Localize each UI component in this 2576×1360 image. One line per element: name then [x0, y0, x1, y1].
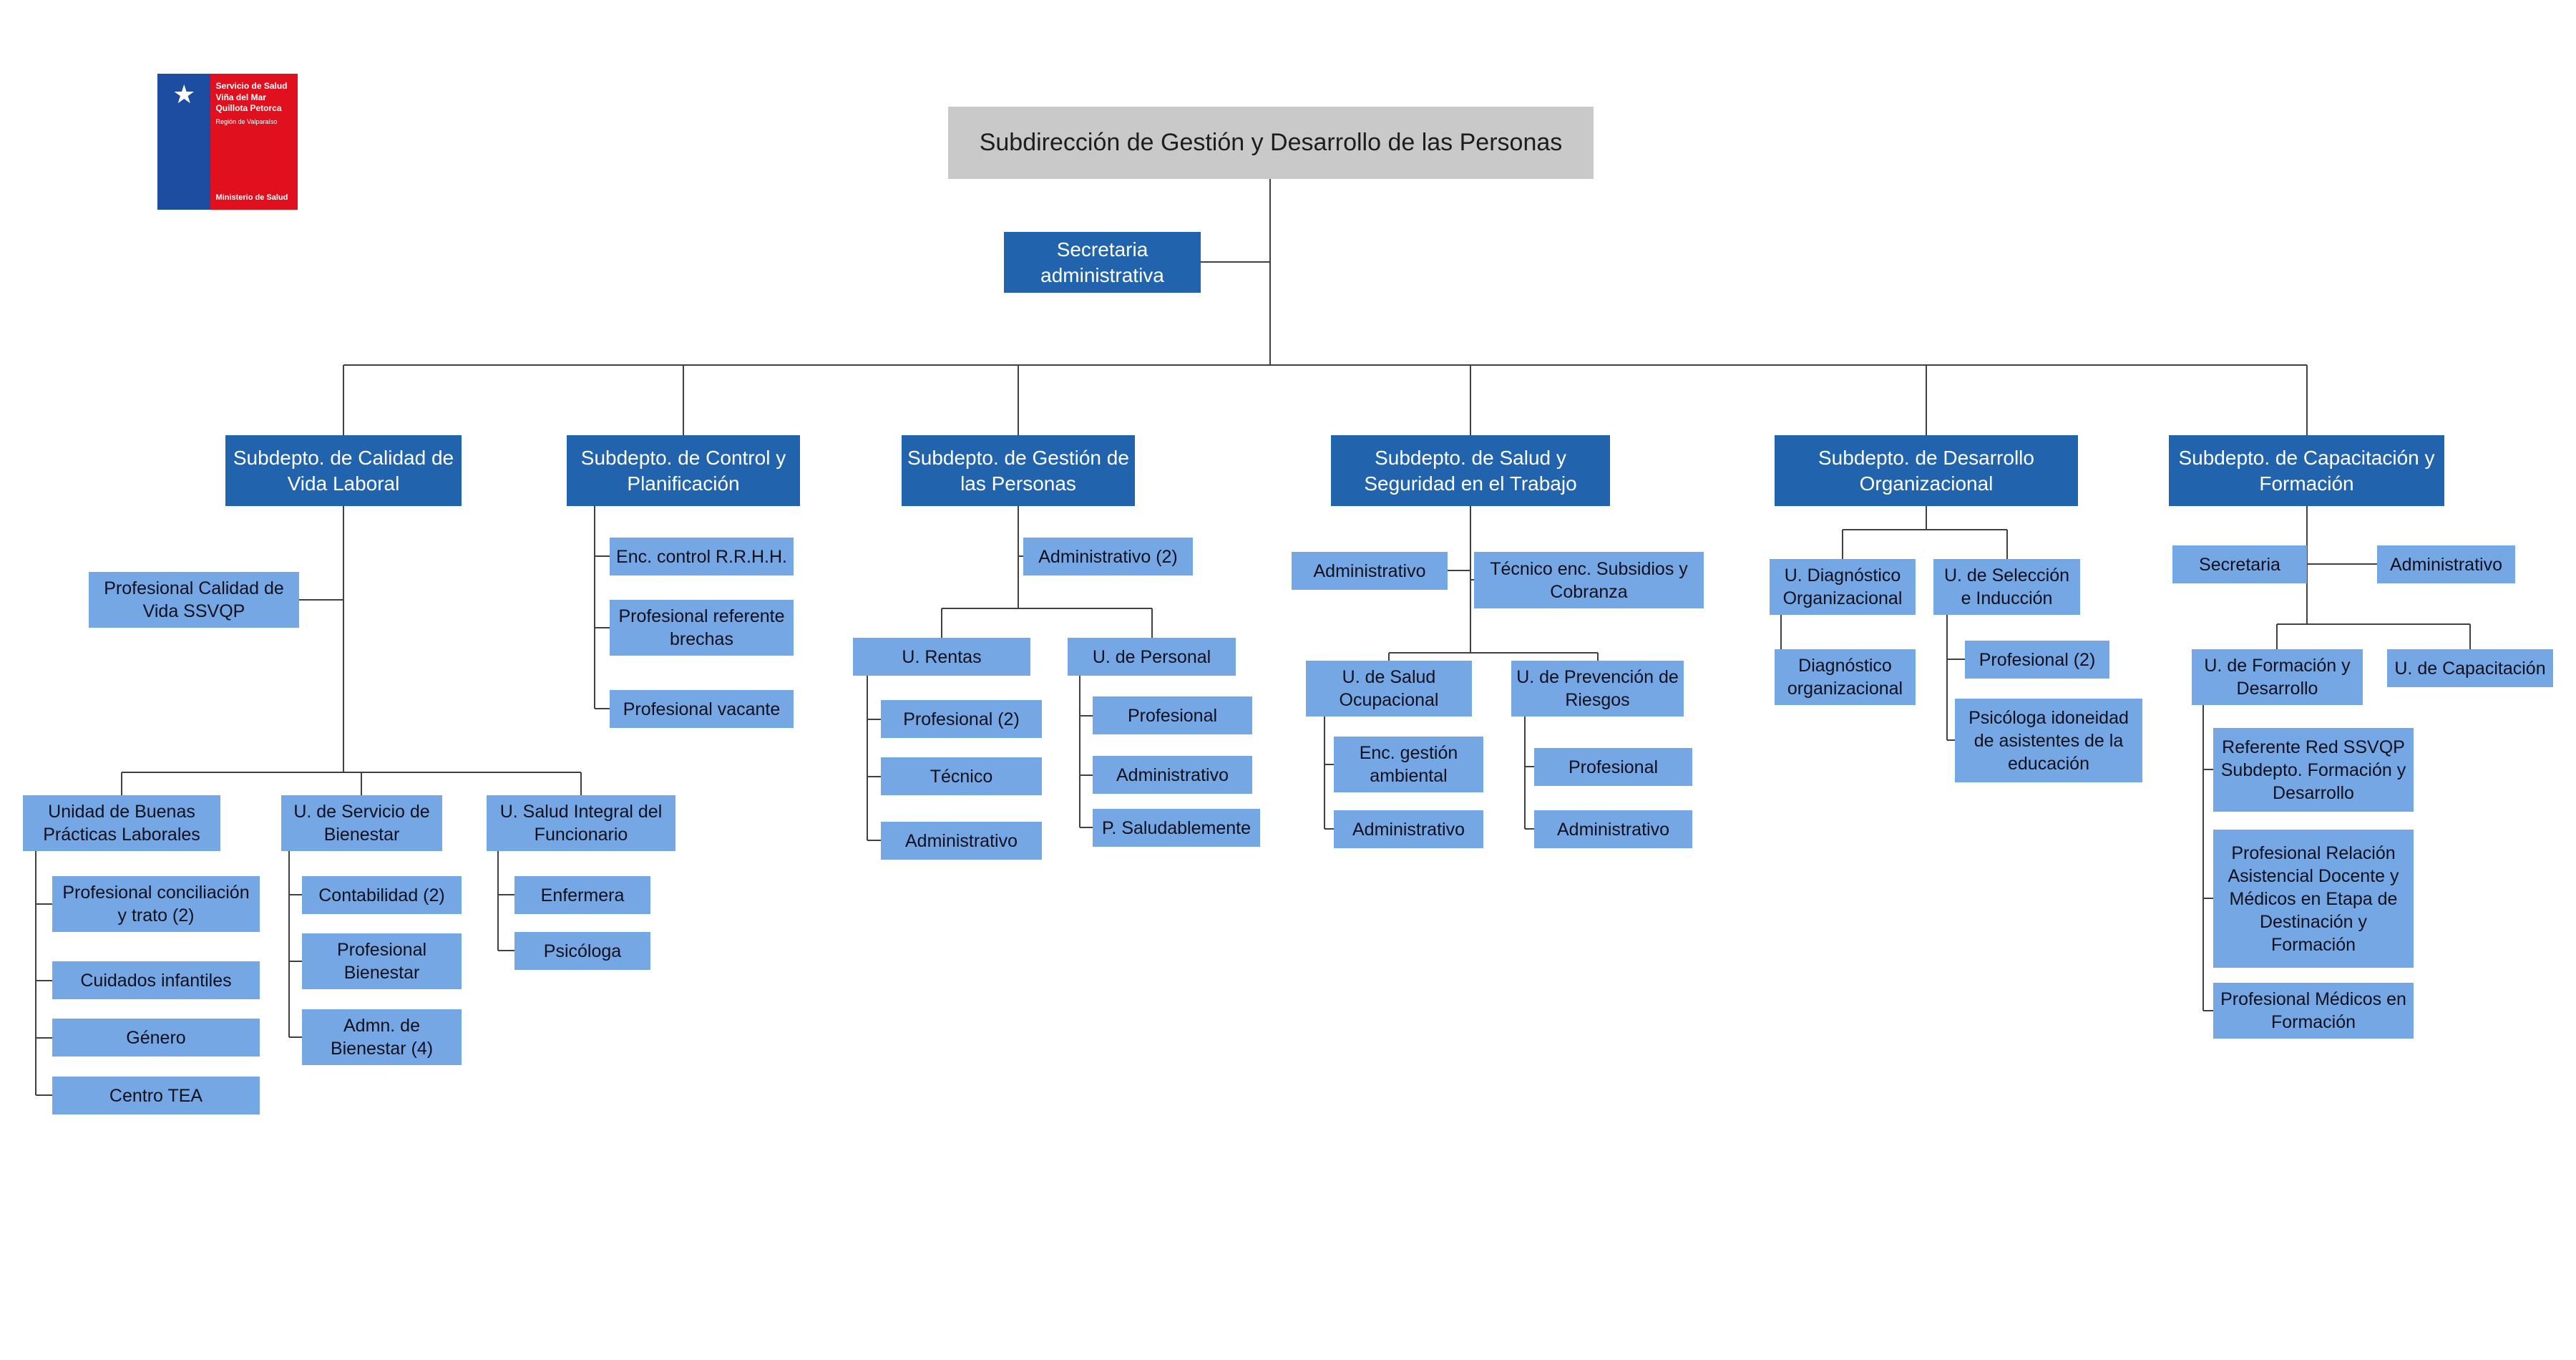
unit-salud-ocupacional: U. de Salud Ocupacional	[1306, 661, 1472, 717]
org-node: Administrativo	[2377, 545, 2515, 583]
org-node: Diagnóstico organizacional	[1775, 649, 1916, 705]
secretaria-administrativa-box: Secretaria administrativa	[1004, 232, 1201, 293]
org-node: Profesional (2)	[881, 700, 1042, 738]
logo-org-line: Quillota Petorca	[215, 103, 282, 114]
logo-flag-blue-field: ★	[157, 74, 211, 210]
org-node: Administrativo (2)	[1023, 538, 1193, 575]
unit-buenas-practicas-laborales: Unidad de Buenas Prácticas Laborales	[23, 795, 220, 851]
org-node: Técnico	[881, 757, 1042, 795]
org-node: Profesional conciliación y trato (2)	[52, 876, 260, 932]
logo-servicio-de-salud: ★ Servicio de Salud Viña del Mar Quillot…	[157, 74, 298, 210]
logo-region-text: Región de Valparaíso	[215, 117, 278, 125]
root-title-box: Subdirección de Gestión y Desarrollo de …	[948, 107, 1594, 179]
org-node: P. Saludablemente	[1093, 809, 1260, 847]
org-node: Profesional Médicos en Formación	[2213, 983, 2414, 1039]
org-node: Administrativo	[881, 822, 1042, 860]
org-node: Administrativo	[1093, 756, 1252, 794]
dept-calidad-de-vida-laboral: Subdepto. de Calidad de Vida Laboral	[225, 435, 462, 506]
org-node: Administrativo	[1534, 810, 1692, 848]
unit-salud-integral-funcionario: U. Salud Integral del Funcionario	[487, 795, 675, 851]
org-node: Enc. gestión ambiental	[1334, 737, 1483, 792]
unit-servicio-de-bienestar: U. de Servicio de Bienestar	[281, 795, 442, 851]
dept-gestion-de-las-personas: Subdepto. de Gestión de las Personas	[902, 435, 1135, 506]
logo-org-line: Servicio de Salud	[215, 81, 288, 91]
unit-rentas: U. Rentas	[853, 638, 1030, 676]
org-node: Administrativo	[1292, 552, 1448, 590]
org-node: Enfermera	[514, 876, 650, 914]
unit-personal: U. de Personal	[1068, 638, 1236, 676]
org-node: Administrativo	[1334, 810, 1483, 848]
org-node: Técnico enc. Subsidios y Cobranza	[1474, 552, 1704, 608]
org-node: Cuidados infantiles	[52, 961, 260, 999]
unit-seleccion-e-induccion: U. de Selección e Inducción	[1933, 559, 2080, 615]
org-node: Profesional referente brechas	[610, 600, 794, 656]
logo-flag-red-field: Servicio de Salud Viña del Mar Quillota …	[210, 74, 298, 210]
dept-capacitacion-y-formacion: Subdepto. de Capacitación y Formación	[2169, 435, 2444, 506]
org-node: Profesional	[1534, 748, 1692, 786]
org-node: Psicóloga	[514, 932, 650, 970]
org-node: Secretaria	[2172, 545, 2307, 583]
logo-org-text: Servicio de Salud Viña del Mar Quillota …	[215, 81, 293, 126]
org-node-profesional-calidad-vida: Profesional Calidad de Vida SSVQP	[89, 572, 299, 628]
org-node: Referente Red SSVQP Subdepto. Formación …	[2213, 728, 2414, 812]
org-node: Admn. de Bienestar (4)	[302, 1009, 462, 1065]
org-node: Profesional Bienestar	[302, 933, 462, 989]
logo-org-line: Viña del Mar	[215, 92, 266, 102]
connector-path	[35, 179, 2471, 1096]
org-node: Género	[52, 1019, 260, 1057]
dept-desarrollo-organizacional: Subdepto. de Desarrollo Organizacional	[1775, 435, 2078, 506]
org-node: Profesional Relación Asistencial Docente…	[2213, 830, 2414, 968]
org-node: Centro TEA	[52, 1077, 260, 1114]
org-node: Enc. control R.R.H.H.	[610, 538, 794, 575]
dept-control-y-planificacion: Subdepto. de Control y Planificación	[567, 435, 800, 506]
org-node: Profesional (2)	[1965, 641, 2109, 679]
dept-salud-y-seguridad-trabajo: Subdepto. de Salud y Seguridad en el Tra…	[1331, 435, 1610, 506]
unit-diagnostico-organizacional: U. Diagnóstico Organizacional	[1770, 559, 1916, 615]
unit-prevencion-de-riesgos: U. de Prevención de Riesgos	[1511, 661, 1684, 717]
star-icon: ★	[172, 79, 196, 109]
unit-formacion-y-desarrollo: U. de Formación y Desarrollo	[2192, 649, 2363, 705]
org-node: Profesional	[1093, 696, 1252, 734]
org-node: Psicóloga idoneidad de asistentes de la …	[1955, 699, 2142, 782]
logo-ministry-text: Ministerio de Salud	[215, 193, 288, 202]
org-node: Contabilidad (2)	[302, 876, 462, 914]
org-node: Profesional vacante	[610, 690, 794, 728]
unit-capacitacion: U. de Capacitación	[2387, 649, 2553, 687]
